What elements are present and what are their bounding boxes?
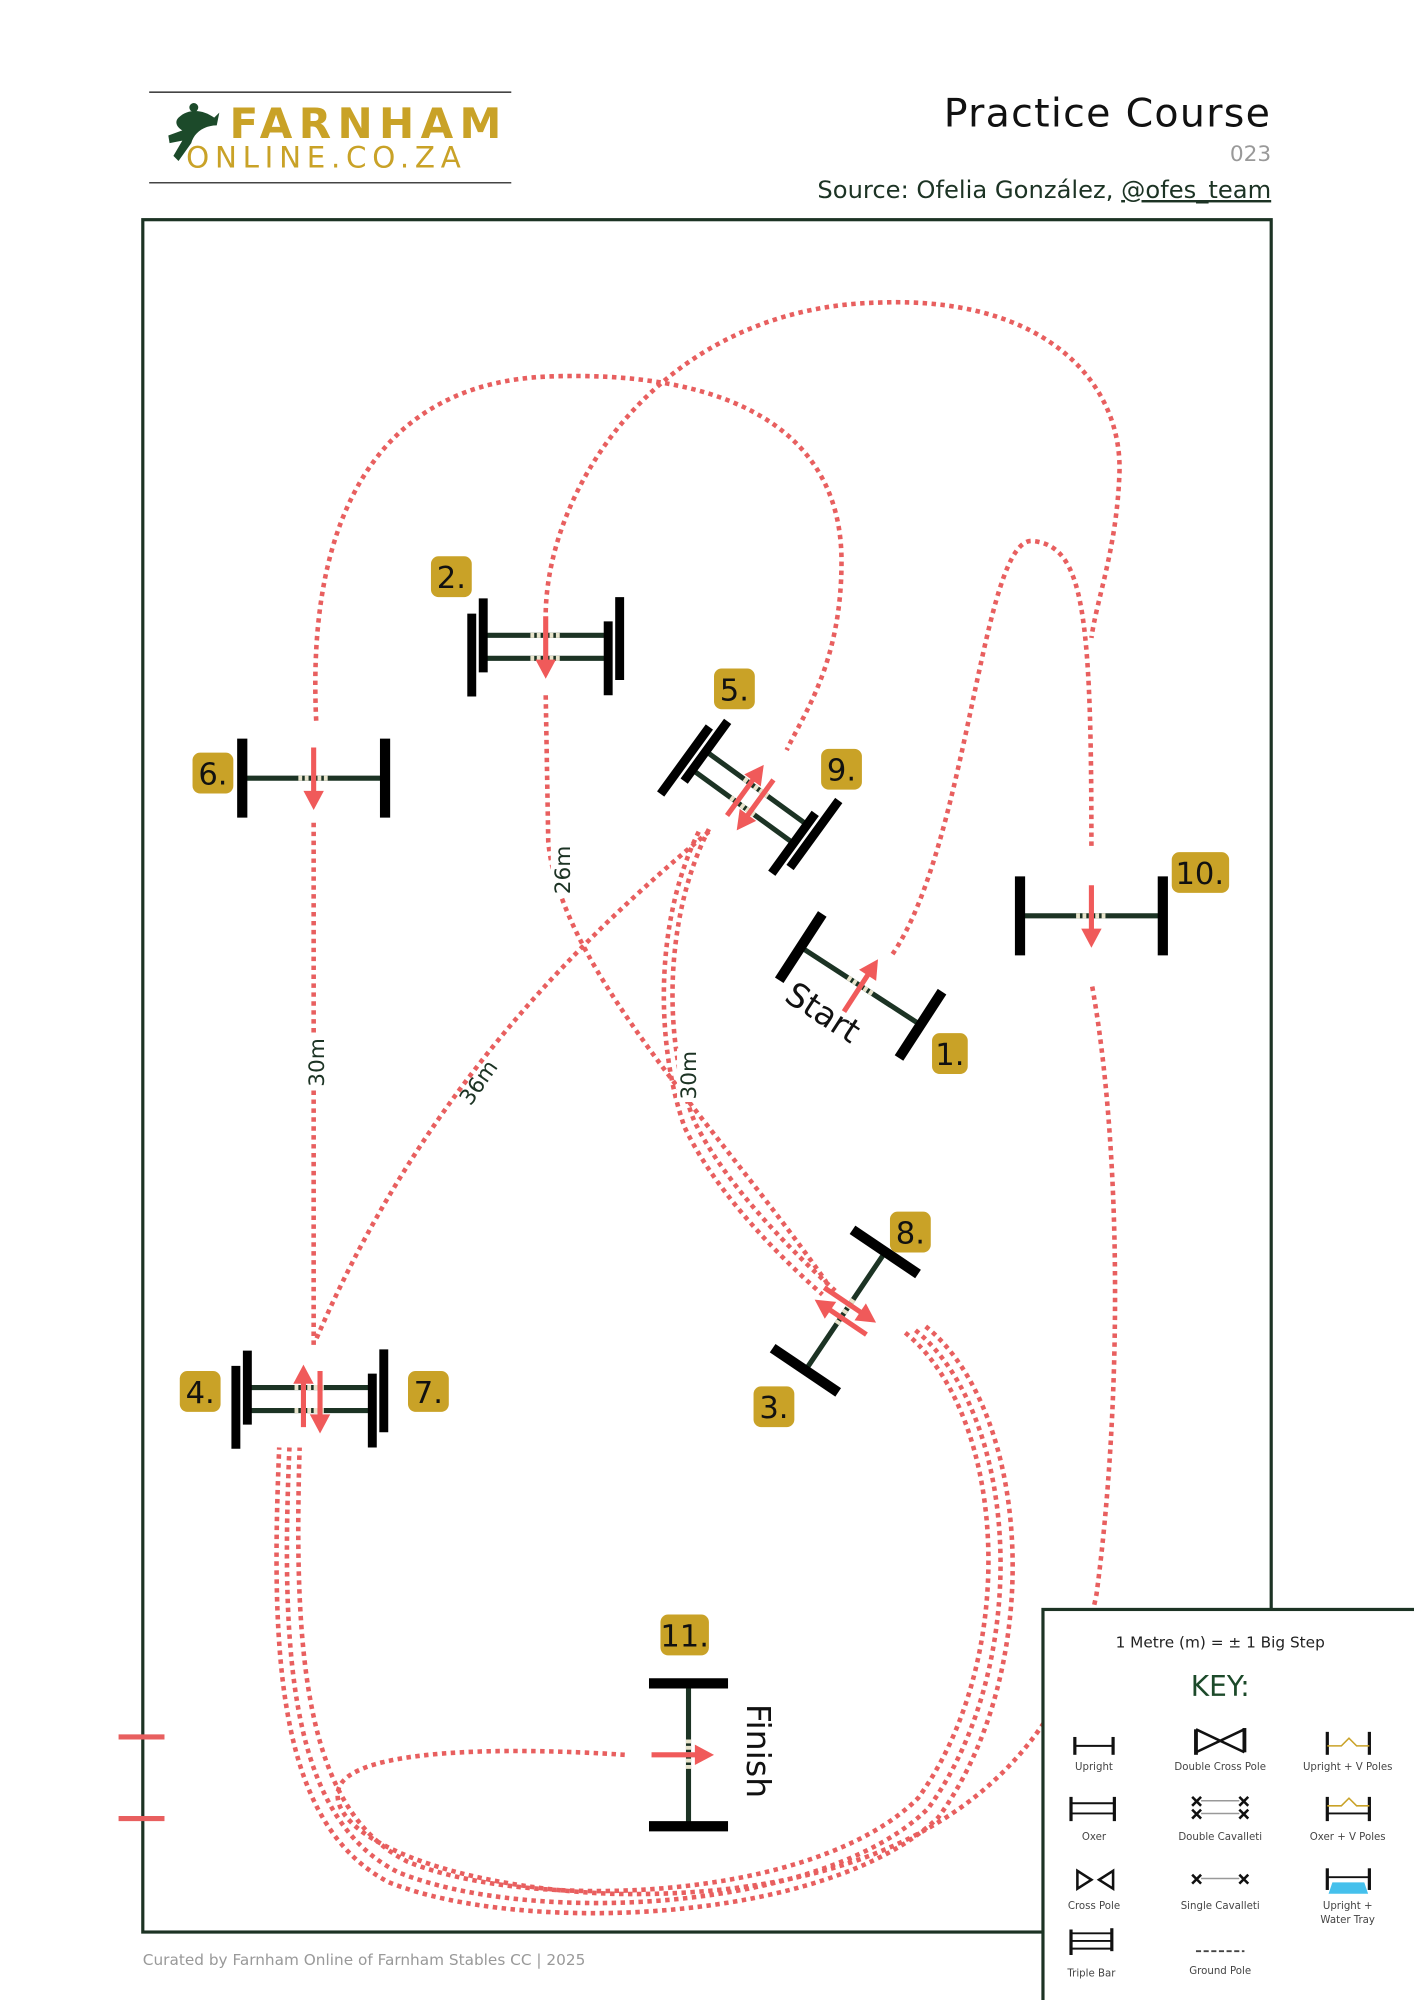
jump-10-upright <box>1020 876 1163 955</box>
direction-arrow-icon <box>652 1745 714 1765</box>
logo-line2: ONLINE.CO.ZA <box>186 140 466 174</box>
route-segment <box>313 373 844 752</box>
svg-text:11.: 11. <box>660 1619 709 1654</box>
route-segment <box>314 829 711 1341</box>
svg-text:7.: 7. <box>414 1376 443 1411</box>
direction-arrow-icon <box>310 1371 330 1433</box>
jump-number-badge: 9. <box>821 748 862 790</box>
oxer-v-poles-key-icon <box>1325 1796 1371 1822</box>
key-label: Double Cross Pole <box>1174 1762 1266 1773</box>
route-segment <box>295 1331 991 1894</box>
key-label: Double Cavalleti <box>1178 1832 1262 1843</box>
jump-number-badge: 8. <box>889 1211 931 1253</box>
course-number: 023 <box>1230 142 1271 167</box>
route-segment <box>890 538 1094 956</box>
arena-border <box>141 218 1273 1934</box>
triple-bar-key-icon <box>1069 1928 1114 1955</box>
finish-label: Finish <box>739 1704 778 1798</box>
route-segment <box>543 695 829 1284</box>
jump-number-badge: 3. <box>753 1386 795 1428</box>
svg-text:6.: 6. <box>198 758 227 793</box>
distance-label: 30m <box>677 1051 702 1100</box>
page-title: Practice Course <box>944 91 1271 137</box>
svg-text:2.: 2. <box>437 561 466 596</box>
double-cross-pole-key-icon <box>1194 1728 1247 1755</box>
double-cavalleti-key-icon <box>1191 1795 1250 1820</box>
svg-text:3.: 3. <box>759 1391 788 1426</box>
key-label: Ground Pole <box>1189 1966 1251 1977</box>
jump-number-badge: 1. <box>932 1033 968 1074</box>
route <box>274 299 1122 1916</box>
jump-6-upright <box>242 739 385 818</box>
water-tray-key-icon <box>1325 1868 1371 1894</box>
logo-line1: FARNHAM <box>230 99 508 148</box>
route-segment <box>335 981 1118 1897</box>
horse-rider-icon <box>168 103 220 162</box>
key-label: Upright + <box>1323 1901 1373 1912</box>
route-segment <box>543 299 1122 639</box>
svg-text:4.: 4. <box>186 1376 215 1411</box>
scale-note: 1 Metre (m) = ± 1 Big Step <box>1116 1634 1325 1652</box>
distance-label: 26m <box>551 846 576 895</box>
svg-text:9.: 9. <box>827 754 856 789</box>
jump-number-badge: 6. <box>192 752 234 794</box>
key-label: Upright <box>1075 1762 1113 1773</box>
jump-4-7-oxer <box>236 1349 384 1448</box>
route-segment <box>284 1328 1003 1906</box>
cross-pole-key-icon <box>1076 1868 1115 1892</box>
key-label: Upright + V Poles <box>1303 1762 1393 1773</box>
logo: FARNHAM ONLINE.CO.ZA <box>149 91 512 184</box>
source-credit: Source: Ofelia González, @ofes_team <box>817 176 1271 204</box>
route-segment <box>661 830 824 1297</box>
jump-number-badge: 10. <box>1171 852 1230 893</box>
jump-number-badge: 7. <box>408 1371 449 1412</box>
key-label: Triple Bar <box>1066 1969 1116 1980</box>
direction-arrow-icon <box>293 1365 313 1427</box>
source-prefix: Source: Ofelia González, <box>817 176 1121 204</box>
source-handle-link[interactable]: @ofes_team <box>1121 176 1271 204</box>
jump-number-badge: 5. <box>714 668 755 710</box>
svg-text:8.: 8. <box>896 1217 925 1252</box>
arena-gate <box>118 1734 165 1822</box>
key-label: Single Cavalleti <box>1181 1901 1260 1912</box>
svg-text:10.: 10. <box>1175 857 1224 892</box>
jump-number-badge: 4. <box>179 1371 221 1412</box>
upright-key-icon <box>1073 1736 1115 1755</box>
jump-number-badge: 11. <box>660 1614 709 1656</box>
start-label: Start <box>779 974 868 1051</box>
svg-text:1.: 1. <box>935 1038 964 1073</box>
direction-arrow-icon <box>536 616 556 678</box>
key-label: Cross Pole <box>1068 1901 1120 1912</box>
distance-labels: 26m 30m 36m 30m <box>304 844 702 1110</box>
upright-v-poles-key-icon <box>1325 1731 1371 1755</box>
distance-label: 36m <box>455 1056 503 1110</box>
single-cavalleti-key-icon <box>1191 1873 1250 1885</box>
key-label: Water Tray <box>1320 1915 1375 1926</box>
jump-5-9-oxer <box>661 714 839 881</box>
oxer-key-icon <box>1069 1796 1116 1822</box>
route-segment <box>274 1324 1015 1916</box>
key-label: Oxer <box>1082 1832 1107 1843</box>
route-segment <box>670 828 837 1293</box>
footer-credit: Curated by Farnham Online of Farnham Sta… <box>143 1951 586 1969</box>
key-panel: 1 Metre (m) = ± 1 Big Step KEY: Upright … <box>1041 1607 1414 2000</box>
distance-label: 30m <box>305 1038 330 1087</box>
jump-11-upright <box>649 1683 728 1826</box>
key-title: KEY: <box>1191 1670 1250 1703</box>
key-label: Oxer + V Poles <box>1310 1832 1386 1843</box>
jump-number-badge: 2. <box>430 556 472 598</box>
svg-text:5.: 5. <box>720 673 749 708</box>
